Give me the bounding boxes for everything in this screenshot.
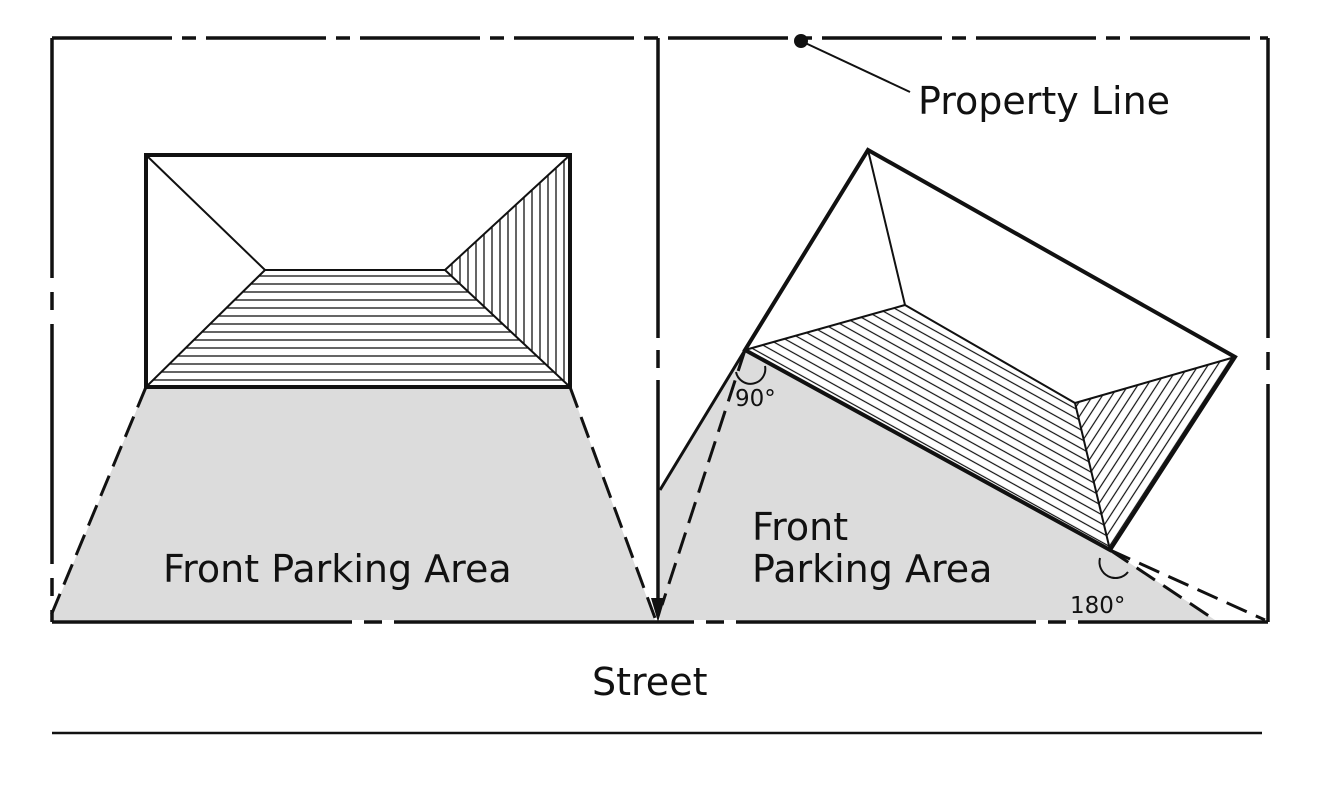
street-label: Street [592, 660, 707, 704]
right-parking-label-line1: Front [752, 505, 848, 549]
right-parking-label-line2: Parking Area [752, 547, 992, 591]
angle-90-label: 90° [735, 386, 776, 412]
right-driveway-edges [658, 349, 1266, 622]
right-parking-area [660, 350, 1215, 620]
angle-180-label: 180° [1070, 593, 1125, 619]
left-parking-label: Front Parking Area [163, 547, 512, 591]
left-building [144, 153, 572, 389]
property-lines [50, 36, 1270, 624]
left-parking-area [50, 387, 655, 620]
right-building [742, 147, 1238, 553]
leader-line [800, 40, 911, 93]
property-line-label: Property Line [918, 79, 1170, 123]
left-driveway-edges [48, 386, 657, 619]
